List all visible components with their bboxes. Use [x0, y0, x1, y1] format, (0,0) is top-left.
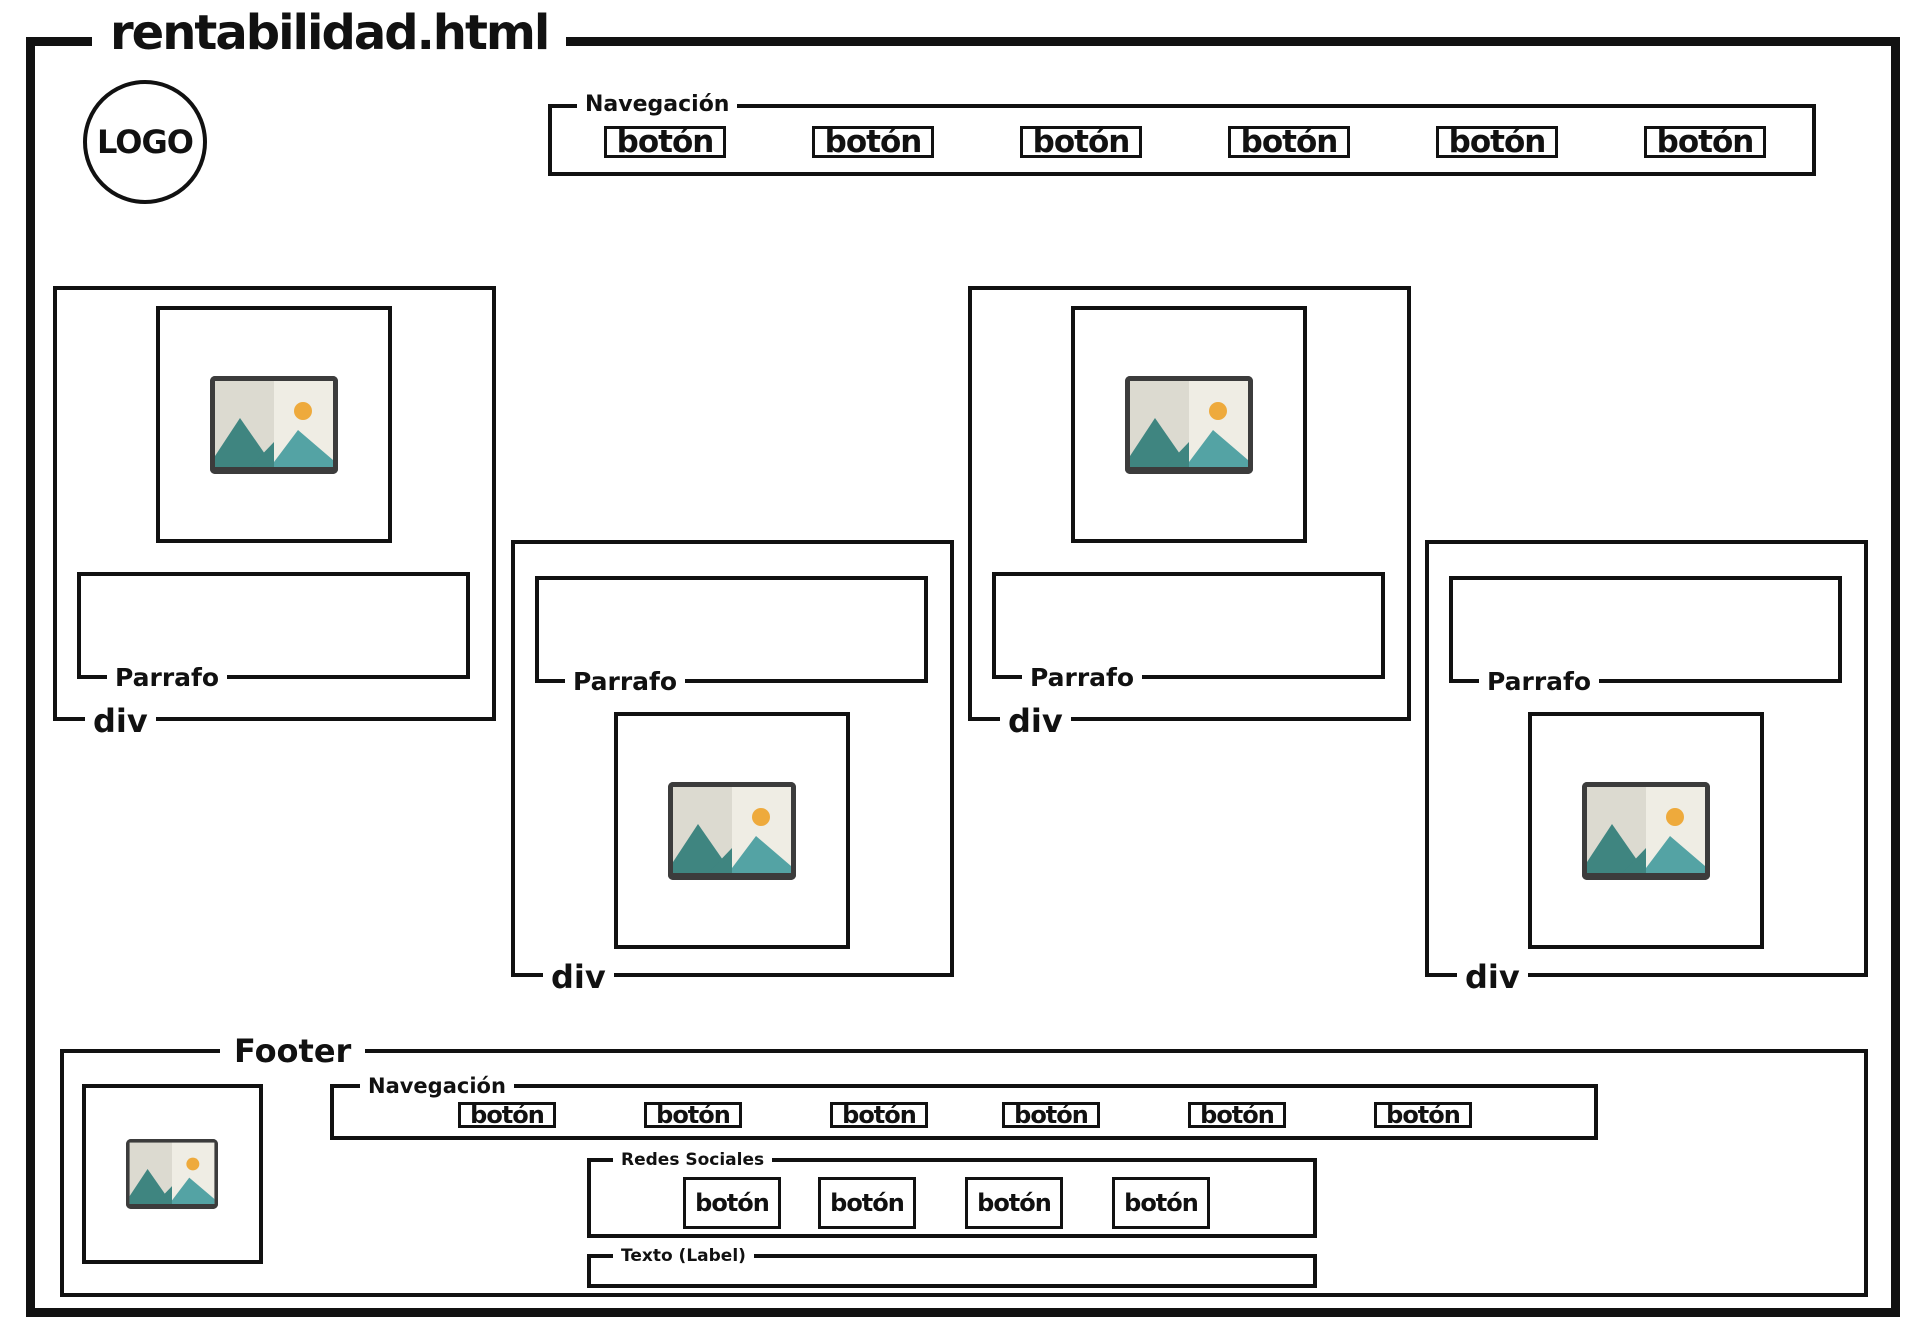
footer-image-box — [82, 1084, 263, 1264]
footer: Footer — [60, 1035, 1868, 1297]
footer-nav-button-3[interactable]: botón — [830, 1101, 928, 1129]
page-title: rentabilidad.html — [92, 0, 567, 66]
social-button-4[interactable]: botón — [1112, 1177, 1210, 1229]
card-1: div — [53, 286, 496, 737]
card-3: div — [968, 286, 1411, 737]
header-nav-button-4[interactable]: botón — [1228, 124, 1350, 160]
card-3-image-box — [1071, 306, 1307, 543]
header-nav-legend: Navegación — [577, 94, 738, 116]
logo: LOGO — [83, 80, 207, 204]
footer-nav-legend: Navegación — [360, 1076, 514, 1097]
card-2-paragraph: Parrafo — [535, 576, 928, 694]
image-placeholder-icon — [1582, 782, 1710, 880]
footer-social-legend: Redes Sociales — [613, 1152, 773, 1169]
card-1-image-box — [156, 306, 392, 543]
header-nav-button-3[interactable]: botón — [1020, 124, 1142, 160]
footer-nav-button-6[interactable]: botón — [1374, 1101, 1472, 1129]
header-nav: Navegación — [548, 94, 1816, 176]
card-3-div-label: div — [1000, 705, 1071, 737]
card-4-image-box — [1528, 712, 1764, 949]
header-nav-button-6[interactable]: botón — [1644, 124, 1766, 160]
card-1-paragraph: Parrafo — [77, 572, 470, 690]
image-placeholder-icon — [668, 782, 796, 880]
footer-nav-button-2[interactable]: botón — [644, 1101, 742, 1129]
footer-nav: Navegación — [330, 1076, 1598, 1140]
footer-text-label-legend: Texto (Label) — [613, 1248, 754, 1265]
card-2-paragraph-label: Parrafo — [565, 669, 686, 694]
social-button-2[interactable]: botón — [818, 1177, 916, 1229]
page-frame — [26, 37, 1900, 1317]
card-4-div-label: div — [1457, 961, 1528, 993]
footer-nav-button-4[interactable]: botón — [1002, 1101, 1100, 1129]
footer-nav-button-1[interactable]: botón — [458, 1101, 556, 1129]
social-button-1[interactable]: botón — [683, 1177, 781, 1229]
image-placeholder-icon — [1125, 376, 1253, 474]
social-button-3[interactable]: botón — [965, 1177, 1063, 1229]
card-2: div — [511, 540, 954, 993]
card-3-paragraph: Parrafo — [992, 572, 1385, 690]
card-1-paragraph-label: Parrafo — [107, 665, 228, 690]
image-placeholder-icon — [210, 376, 338, 474]
footer-text-label: Texto (Label) — [587, 1248, 1317, 1288]
footer-legend: Footer — [220, 1035, 366, 1067]
card-1-div-label: div — [85, 705, 156, 737]
header-nav-button-5[interactable]: botón — [1436, 124, 1558, 160]
card-4-paragraph: Parrafo — [1449, 576, 1842, 694]
header-nav-button-1[interactable]: botón — [604, 124, 726, 160]
footer-social: Redes Sociales — [587, 1152, 1317, 1238]
card-4: div — [1425, 540, 1868, 993]
card-3-paragraph-label: Parrafo — [1022, 665, 1143, 690]
card-2-image-box — [614, 712, 850, 949]
footer-nav-button-5[interactable]: botón — [1188, 1101, 1286, 1129]
card-2-div-label: div — [543, 961, 614, 993]
card-4-paragraph-label: Parrafo — [1479, 669, 1600, 694]
header-nav-button-2[interactable]: botón — [812, 124, 934, 160]
image-placeholder-icon — [126, 1139, 218, 1209]
